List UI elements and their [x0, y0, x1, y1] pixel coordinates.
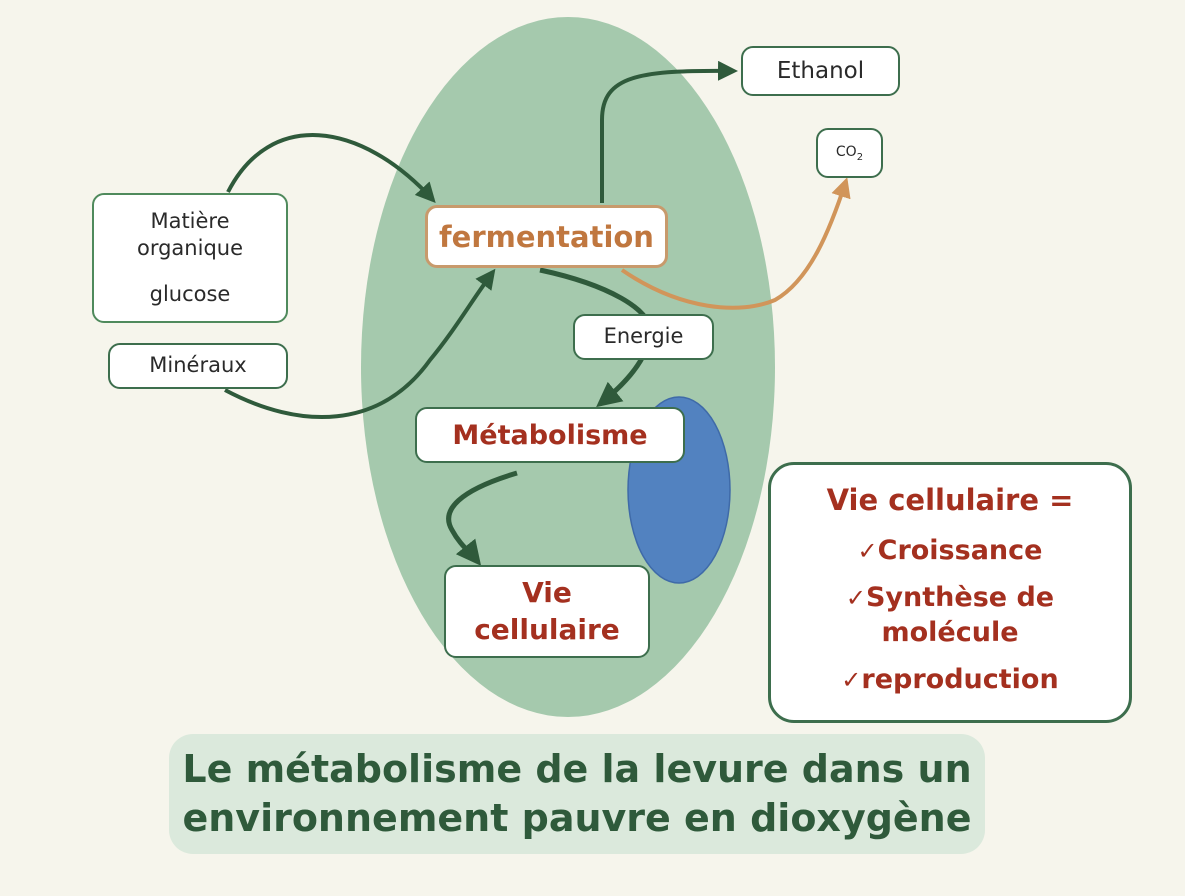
- co2-label: CO2: [836, 144, 863, 163]
- arrow-metabolisme-to-vie: [446, 470, 518, 566]
- box-ethanol: Ethanol: [741, 46, 900, 96]
- metabolisme-label: Métabolisme: [452, 419, 648, 451]
- box-vie-cellulaire: Vie cellulaire: [444, 565, 650, 658]
- box-matiere-organique: Matière organique glucose: [92, 193, 288, 323]
- title-line2: environnement pauvre en dioxygène: [182, 796, 972, 840]
- co2-main: CO: [835, 143, 857, 160]
- box-fermentation: fermentation: [425, 205, 668, 268]
- legend-item-text: molécule: [881, 617, 1019, 649]
- arrow-fermentation-to-ethanol: [600, 60, 738, 203]
- arrow-matiere-to-fermentation: [226, 133, 436, 203]
- legend-item-text: reproduction: [861, 664, 1059, 696]
- vie-line1: Vie: [522, 576, 572, 610]
- matiere-line2: organique: [136, 236, 243, 261]
- title-line1: Le métabolisme de la levure dans un: [182, 746, 972, 791]
- co2-subscript: 2: [856, 151, 864, 163]
- vie-line2: cellulaire: [474, 612, 620, 646]
- check-icon: ✓: [841, 666, 862, 695]
- check-icon: ✓: [845, 584, 866, 613]
- ethanol-label: Ethanol: [776, 58, 865, 84]
- legend-item-reproduction: ✓reproduction: [841, 662, 1058, 697]
- legend-item-text: Croissance: [877, 535, 1043, 566]
- legend-box: Vie cellulaire = ✓Croissance ✓Synthèse d…: [768, 462, 1132, 723]
- arrow-fermentation-to-co2: [620, 177, 851, 310]
- glucose-label: glucose: [149, 281, 231, 306]
- check-icon: ✓: [857, 537, 878, 565]
- legend-title: Vie cellulaire =: [826, 483, 1074, 517]
- box-metabolisme: Métabolisme: [415, 407, 685, 463]
- legend-item-synthese: ✓Synthèse de molécule: [846, 580, 1054, 650]
- matiere-line1: Matière: [150, 209, 230, 234]
- legend-item-croissance: ✓Croissance: [858, 533, 1043, 568]
- energie-label: Energie: [603, 324, 684, 349]
- box-co2: CO2: [816, 128, 883, 178]
- box-energie: Energie: [573, 314, 714, 360]
- mineraux-label: Minéraux: [149, 353, 247, 378]
- legend-item-text: Synthèse de: [865, 582, 1055, 614]
- box-mineraux: Minéraux: [108, 343, 288, 389]
- fermentation-label: fermentation: [439, 219, 654, 254]
- arrow-mineraux-to-fermentation: [224, 268, 496, 420]
- page-title: Le métabolisme de la levure dans un envi…: [169, 734, 985, 854]
